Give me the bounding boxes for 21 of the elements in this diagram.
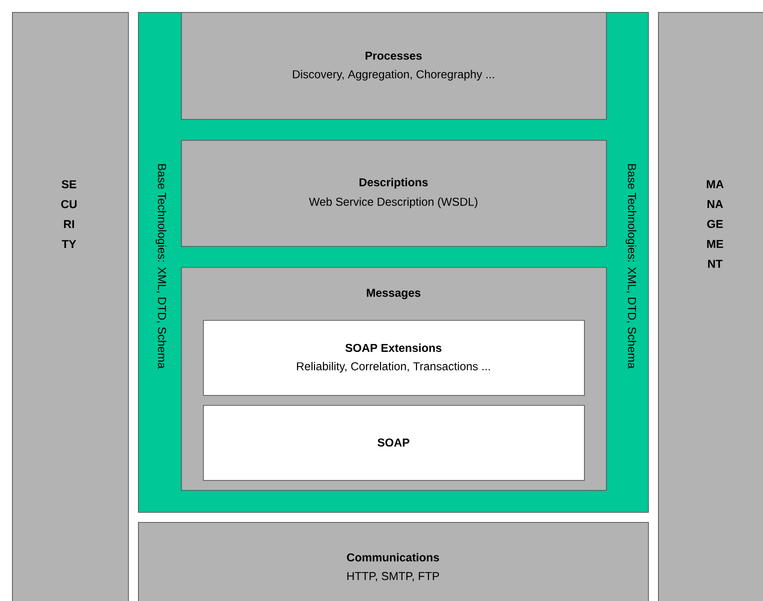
layer-box (203, 320, 585, 396)
layer-heading: Descriptions (360, 178, 428, 189)
vertical-label: SECURITY (61, 180, 77, 248)
layer-description: Discovery, Aggregation, Choregraphy ... (292, 70, 494, 81)
layer-heading: SOAP Extensions (345, 344, 442, 352)
layer-description: HTTP, SMTP, FTP (347, 572, 439, 582)
layer-heading: Messages (366, 288, 420, 300)
vertical-label: Base Technologies: XML, DTD, Schema (626, 164, 636, 369)
layer-box (138, 522, 649, 601)
layer-box (181, 140, 607, 247)
layer-heading: Processes (366, 52, 422, 60)
vertical-label: Base Technologies: XML, DTD, Schema (156, 164, 166, 369)
layer-heading: Communications (347, 553, 439, 562)
column-box (12, 12, 129, 601)
layer-heading: SOAP (378, 438, 410, 447)
layer-description: Web Service Description (WSDL) (308, 197, 478, 208)
column-box (658, 12, 763, 601)
layer-description: Reliability, Correlation, Transactions ... (297, 362, 490, 373)
vertical-label: MANAGEMENT (706, 180, 724, 268)
layer-box (203, 405, 585, 481)
layer-box (181, 12, 607, 120)
